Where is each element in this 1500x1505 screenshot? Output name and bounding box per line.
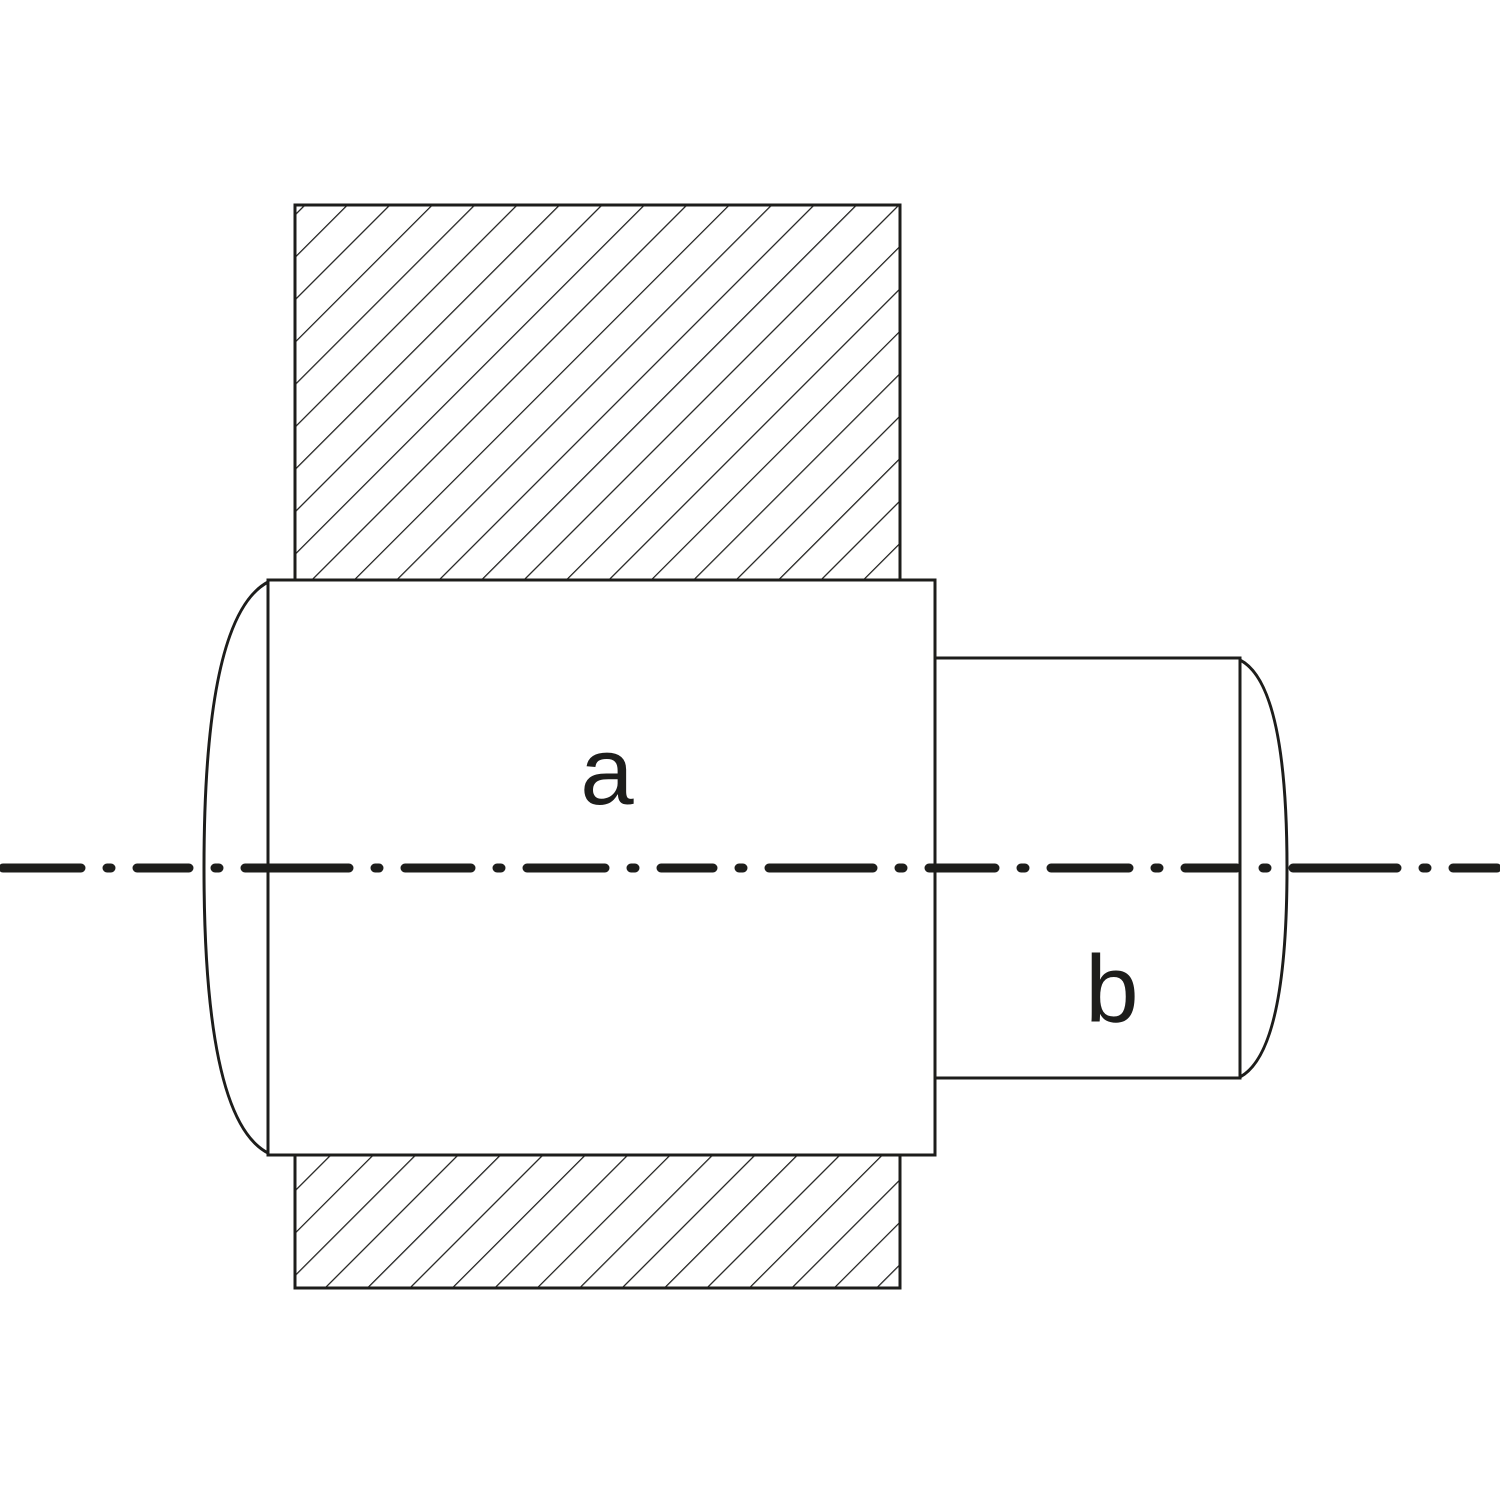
- housing-section-top: [293, 203, 902, 582]
- label-a: a: [580, 718, 634, 825]
- label-b: b: [1085, 936, 1138, 1043]
- housing-section-bottom: [293, 1153, 902, 1290]
- part-a-dome-left: [202, 580, 269, 1155]
